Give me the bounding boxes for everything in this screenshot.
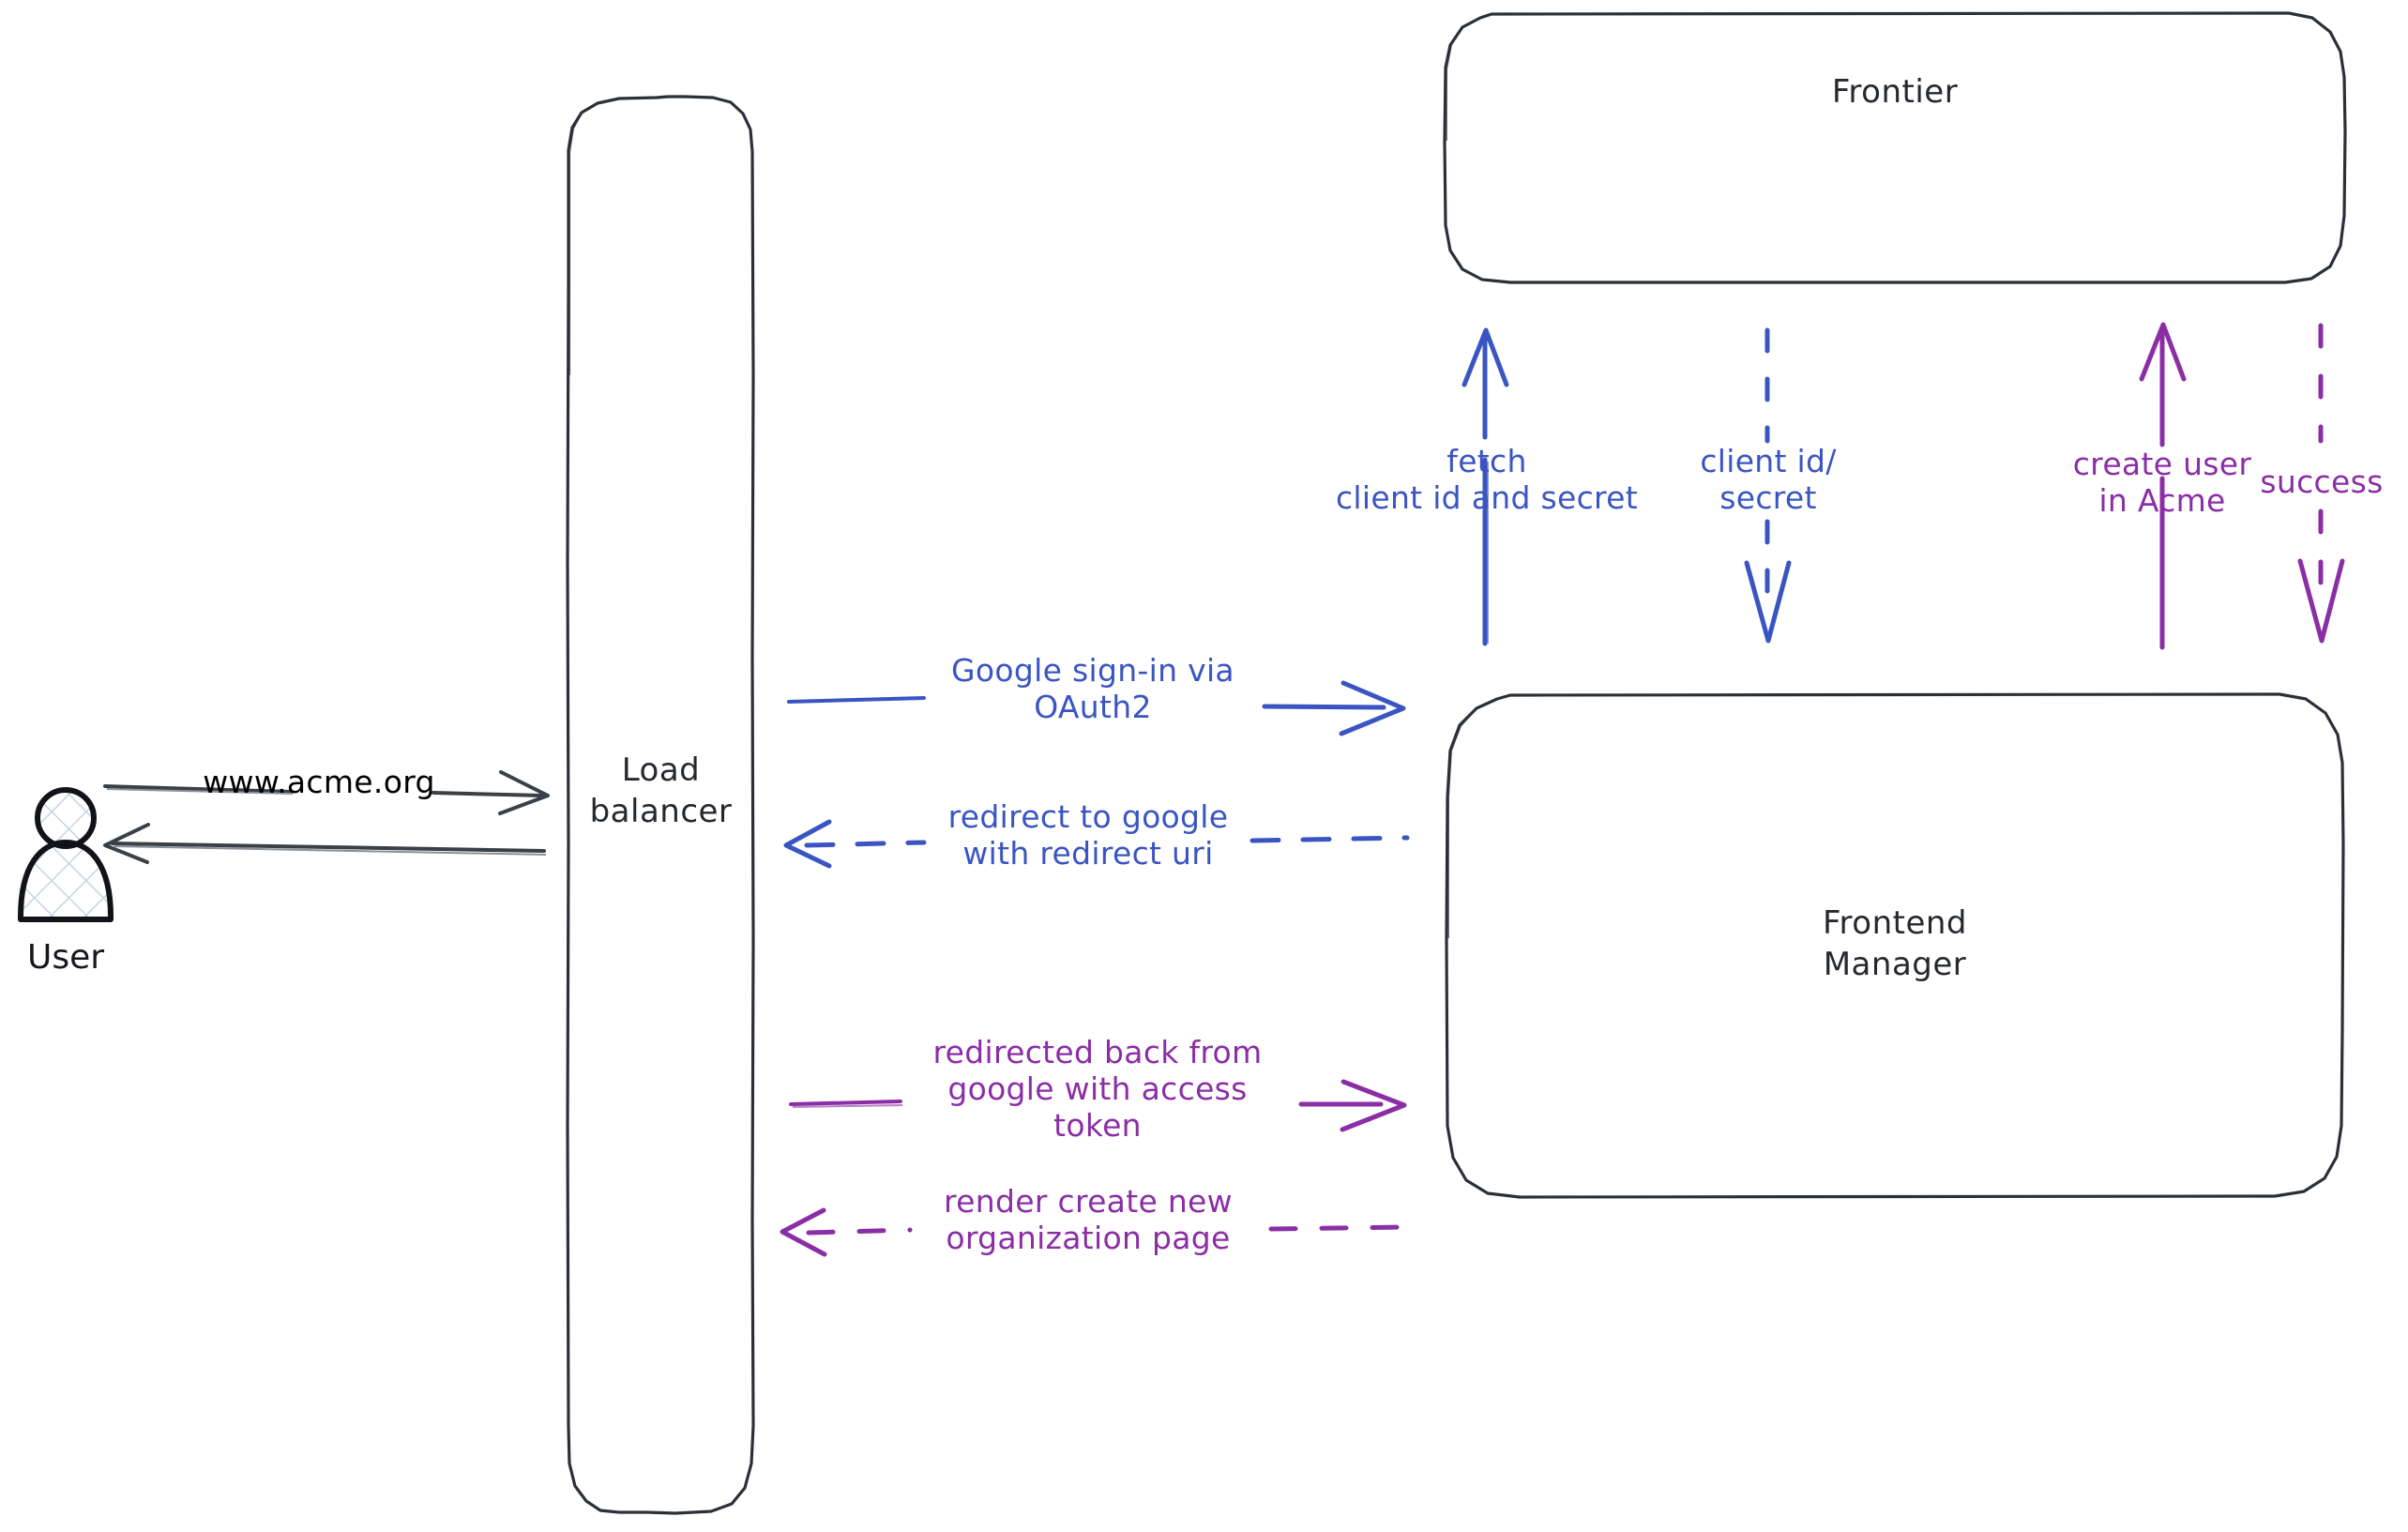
edge-client-id-secret: [1744, 327, 1792, 644]
edge-render-create-org: [780, 1207, 1410, 1257]
edge-success: [2297, 323, 2345, 644]
node-frontend-manager[interactable]: [1445, 692, 2345, 1199]
edge-lb-to-user: [103, 823, 547, 864]
actor-label-user: User: [26, 938, 105, 977]
edge-create-user-in-acme: [2139, 322, 2187, 650]
edge-fetch-client-id: [1461, 327, 1509, 646]
edge-redirected-back-token: [789, 1079, 1407, 1132]
edge-user-to-lb: [103, 770, 550, 815]
edge-redirect-to-google: [783, 819, 1410, 869]
edge-google-signin: [787, 680, 1406, 736]
actor-user[interactable]: [18, 787, 114, 922]
node-load-balancer[interactable]: [566, 95, 755, 1515]
node-frontier[interactable]: [1443, 11, 2347, 284]
